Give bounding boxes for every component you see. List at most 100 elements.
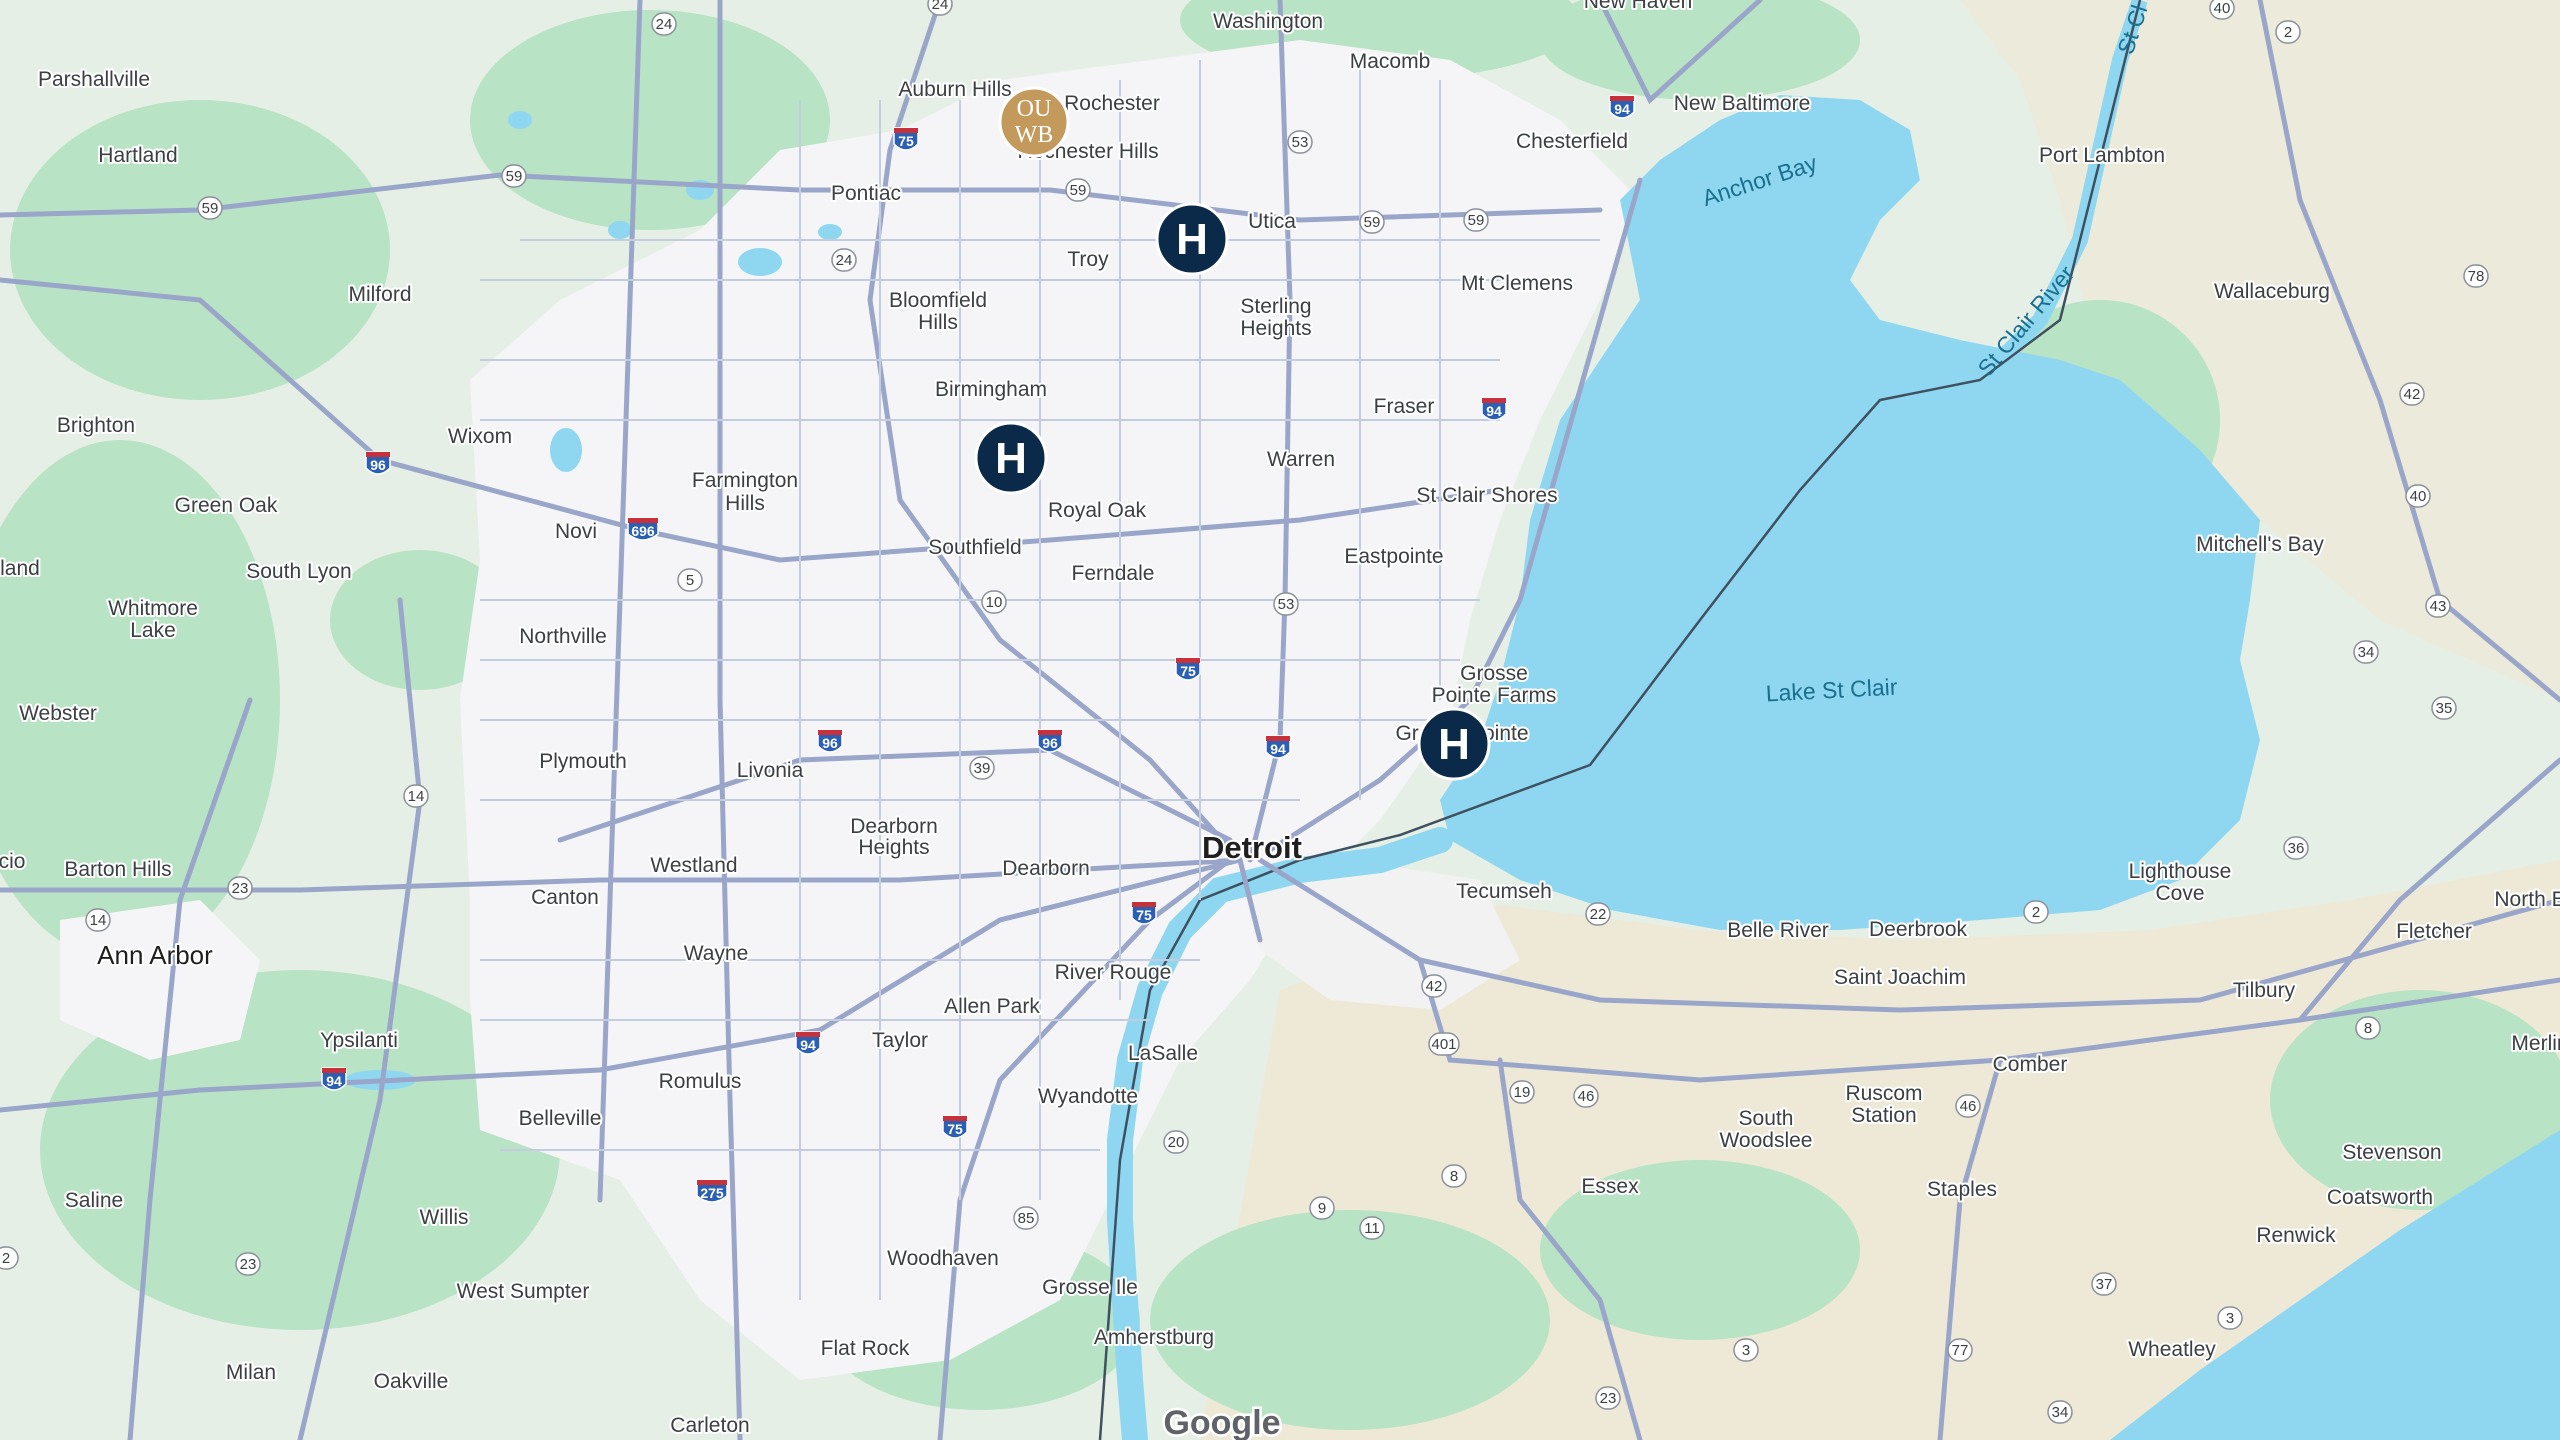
interstate-shield: 94 <box>795 1031 821 1055</box>
route-shield-number: 10 <box>986 594 1003 611</box>
route-shield: 401 <box>1428 1032 1460 1056</box>
place-label: land <box>0 557 40 580</box>
place-label: Northville <box>519 625 607 648</box>
route-shield-number: 8 <box>2364 1020 2372 1037</box>
interstate-shield-band <box>322 1068 346 1073</box>
place-label: Allen Park <box>944 995 1040 1018</box>
route-shield-number: 36 <box>2288 840 2305 857</box>
route-shield: 34 <box>2047 1400 2073 1424</box>
interstate-shield-band <box>366 452 390 457</box>
detroit-river <box>1107 827 1453 1440</box>
interstate-shield: 75 <box>1175 657 1201 681</box>
place-label: Hills <box>918 311 958 334</box>
route-shield-bg <box>981 590 1007 614</box>
interstate-shield-band <box>1482 398 1506 403</box>
university-marker[interactable]: OU WB <box>998 86 1070 158</box>
hospital-marker-circle[interactable] <box>1155 202 1229 276</box>
route-shield-number: 59 <box>506 168 523 185</box>
place-label: South Lyon <box>246 560 351 583</box>
route-shield-bg <box>1463 208 1489 232</box>
route-shield-bg <box>2355 1016 2381 1040</box>
place-label: Heights <box>1240 317 1311 340</box>
place-label: Essex <box>1581 1175 1639 1198</box>
route-shield: 9 <box>1309 1196 1335 1220</box>
route-shield-number: 22 <box>1590 906 1607 923</box>
place-label: New Haven <box>1584 0 1693 13</box>
google-logo[interactable]: Google <box>1161 1402 1283 1440</box>
route-shield-number: 19 <box>1514 1084 1531 1101</box>
route-shield: 23 <box>235 1252 261 1276</box>
route-shield-bg <box>2275 20 2301 44</box>
route-shield-number: 46 <box>1578 1088 1595 1105</box>
place-label: Livonia <box>737 759 804 782</box>
hospital-marker-label: H <box>995 434 1027 483</box>
route-shield-number: 53 <box>1292 134 1309 151</box>
route-shield: 39 <box>969 756 995 780</box>
place-label: Parshallville <box>38 68 150 91</box>
route-shield: 53 <box>1287 130 1313 154</box>
route-shield: 2 <box>0 1246 19 1270</box>
route-shield-number: 78 <box>2468 268 2485 285</box>
interstate-shield: 94 <box>1481 397 1507 421</box>
interstate-shield-number: 96 <box>822 735 838 751</box>
route-shield-number: 24 <box>836 252 853 269</box>
hospital-marker[interactable]: H <box>1155 202 1229 276</box>
route-shield-bg <box>1573 1084 1599 1108</box>
route-shield: 59 <box>1065 178 1091 202</box>
route-shield: 5 <box>677 568 703 592</box>
route-shield-bg <box>1163 1130 1189 1154</box>
route-shield-number: 14 <box>408 788 425 805</box>
route-shield-number: 14 <box>90 912 107 929</box>
interstate-shield-bg <box>627 517 659 541</box>
route-shield: 23 <box>227 876 253 900</box>
route-shield-bg <box>1287 130 1313 154</box>
route-shield: 8 <box>1441 1164 1467 1188</box>
place-label: Warren <box>1267 448 1335 471</box>
interstate-shield-number: 75 <box>1136 907 1152 923</box>
place-label: Ypsilanti <box>320 1029 398 1052</box>
place-label: Romulus <box>659 1070 742 1093</box>
route-shield: 24 <box>831 248 857 272</box>
place-label: Coatsworth <box>2327 1186 2433 1209</box>
interstate-shield-number: 94 <box>1614 101 1630 117</box>
place-label: Oakville <box>374 1370 449 1393</box>
interstate-shield: 94 <box>321 1067 347 1091</box>
interstate-shield: 696 <box>627 517 659 541</box>
place-label: Tilbury <box>2233 979 2296 1002</box>
interstate-shield-bg <box>795 1031 821 1055</box>
route-shield: 14 <box>85 908 111 932</box>
interstate-shield-bg <box>1131 901 1157 925</box>
route-shield: 35 <box>2431 696 2457 720</box>
route-shield-bg <box>235 1252 261 1276</box>
interstate-shield-bg <box>1481 397 1507 421</box>
route-shield-bg <box>969 756 995 780</box>
place-label: Auburn Hills <box>898 78 1011 101</box>
place-label: Saint Joachim <box>1834 966 1966 989</box>
hospital-marker[interactable]: H <box>974 421 1048 495</box>
route-shield-bg <box>1421 974 1447 998</box>
hospital-marker-circle[interactable] <box>974 421 1048 495</box>
hospital-markers[interactable]: H H H <box>974 202 1491 781</box>
hospital-marker-circle[interactable] <box>1417 707 1491 781</box>
route-shield-bg <box>197 196 223 220</box>
place-label: Mitchell's Bay <box>2196 533 2324 556</box>
place-label: Wallaceburg <box>2214 280 2330 303</box>
route-shield-bg <box>2353 640 2379 664</box>
university-marker-circle[interactable] <box>998 86 1070 158</box>
route-shield: 40 <box>2405 484 2431 508</box>
hospital-marker-label: H <box>1438 720 1470 769</box>
place-label: Deerbrook <box>1869 918 1968 941</box>
university-marker-line2: WB <box>1015 122 1054 148</box>
place-label: West Sumpter <box>457 1280 590 1303</box>
interstate-shield-band <box>818 730 842 735</box>
route-shield-number: 34 <box>2052 1404 2069 1421</box>
st-clair-river <box>1857 0 2148 408</box>
route-shield: 85 <box>1013 1206 1039 1230</box>
route-shield-bg <box>1309 1196 1335 1220</box>
hospital-marker[interactable]: H <box>1417 707 1491 781</box>
interstate-shield-band <box>1266 736 1290 741</box>
